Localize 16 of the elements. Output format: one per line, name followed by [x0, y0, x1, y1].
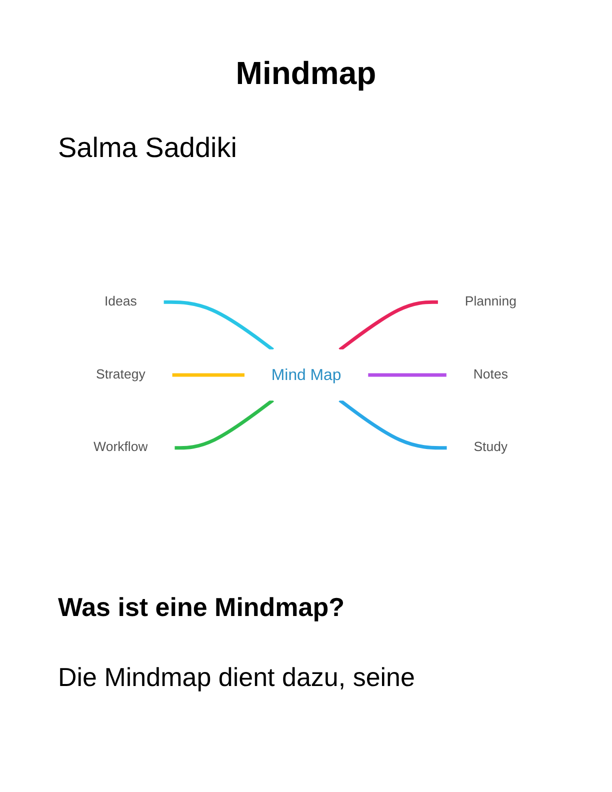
section-heading: Was ist eine Mindmap?	[58, 592, 345, 623]
node-text: Ideas	[104, 294, 137, 309]
connector	[163, 300, 274, 352]
title: Mindmap	[234, 55, 378, 92]
paragraph: Die Mindmap dient dazu, seine	[58, 662, 415, 693]
author-name: Salma Saddiki	[58, 132, 237, 164]
connector	[368, 373, 447, 377]
connector	[174, 398, 274, 450]
node-text: Study	[474, 440, 508, 455]
node-text: Notes	[473, 366, 508, 382]
node-text: Strategy	[96, 366, 146, 382]
connector	[172, 373, 245, 377]
connector	[338, 300, 438, 352]
connector	[338, 398, 448, 450]
node-text: Planning	[464, 294, 516, 309]
node-text: Workflow	[94, 440, 148, 455]
